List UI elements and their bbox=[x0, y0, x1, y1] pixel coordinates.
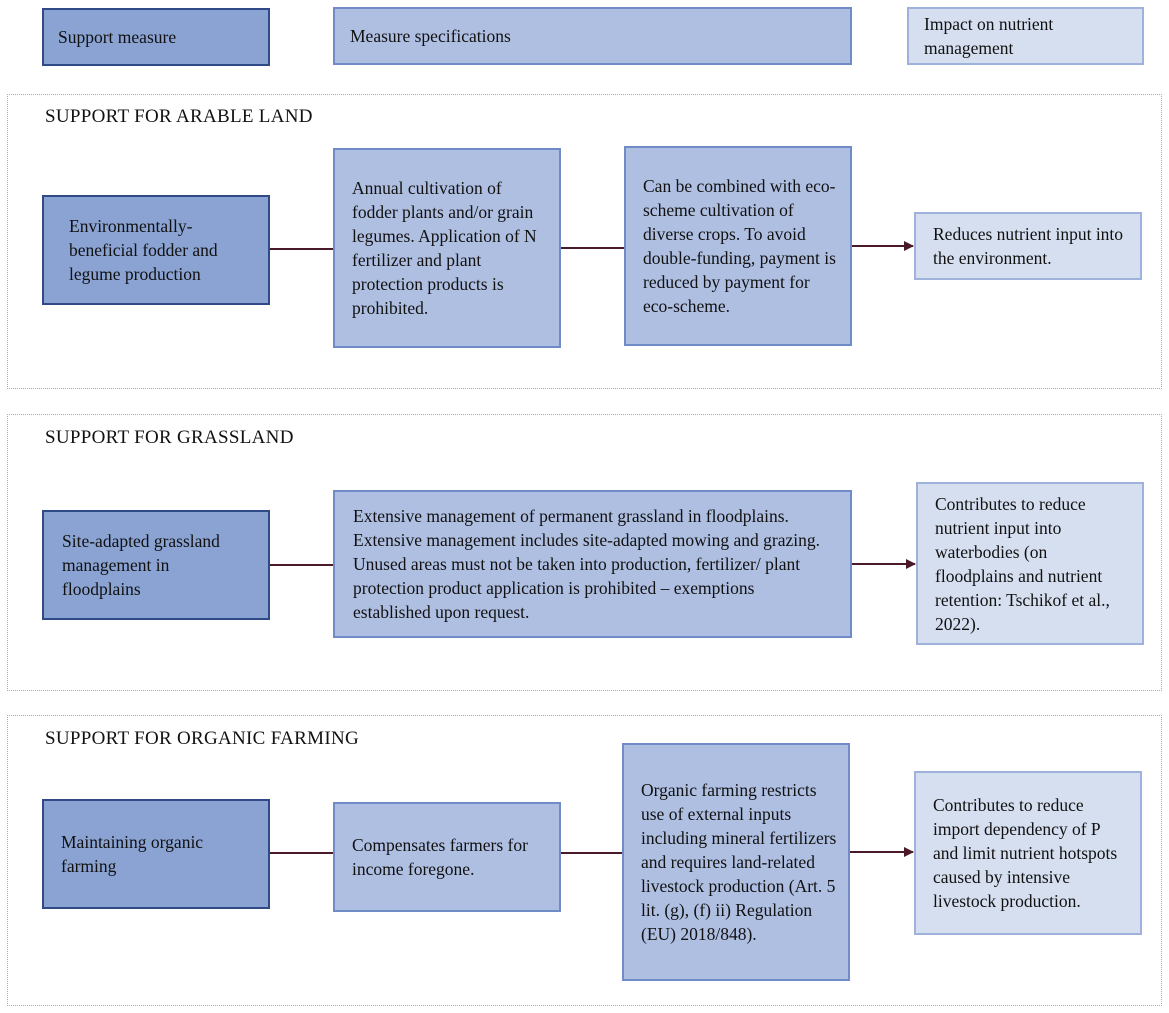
spec-box-eco-scheme: Can be combined with eco-scheme cultivat… bbox=[624, 146, 852, 346]
impact-box-grassland: Contributes to reduce nutrient input int… bbox=[916, 482, 1144, 645]
measure-box-organic-farming: Maintaining organic farming bbox=[42, 799, 270, 909]
legend-support-measure: Support measure bbox=[42, 8, 270, 66]
spec-label-grassland: Extensive management of permanent grassl… bbox=[353, 506, 821, 622]
section-title-grassland: SUPPORT FOR GRASSLAND bbox=[45, 427, 294, 448]
measure-label-grassland: Site-adapted grassland management in flo… bbox=[62, 531, 220, 599]
legend-impact-label: Impact on nutrient management bbox=[924, 14, 1054, 58]
legend-support-measure-label: Support measure bbox=[58, 27, 177, 47]
spec-box-fodder-cultivation: Annual cultivation of fodder plants and/… bbox=[333, 148, 561, 348]
section-arable-land bbox=[7, 94, 1162, 389]
section-title-arable-land: SUPPORT FOR ARABLE LAND bbox=[45, 106, 313, 127]
section-title-organic-farming: SUPPORT FOR ORGANIC FARMING bbox=[45, 728, 360, 749]
spec-label-fodder-cultivation: Annual cultivation of fodder plants and/… bbox=[352, 178, 537, 318]
spec-box-compensation: Compensates farmers for income foregone. bbox=[333, 802, 561, 912]
legend-measure-specifications: Measure specifications bbox=[333, 7, 852, 65]
section-organic-farming bbox=[7, 715, 1162, 1006]
measure-label-organic-farming: Maintaining organic farming bbox=[61, 832, 204, 876]
spec-box-grassland: Extensive management of permanent grassl… bbox=[333, 490, 852, 638]
legend-measure-specifications-label: Measure specifications bbox=[350, 26, 511, 46]
spec-box-organic-restrictions: Organic farming restricts use of externa… bbox=[622, 743, 850, 981]
impact-label-arable-land: Reduces nutrient input into the environm… bbox=[933, 224, 1124, 268]
impact-label-organic-farming: Contributes to reduce import dependency … bbox=[933, 795, 1118, 911]
spec-label-organic-restrictions: Organic farming restricts use of externa… bbox=[641, 780, 837, 944]
measure-box-fodder-legume: Environmentally-beneficial fodder and le… bbox=[42, 195, 270, 305]
measure-box-grassland: Site-adapted grassland management in flo… bbox=[42, 510, 270, 620]
impact-box-organic-farming: Contributes to reduce import dependency … bbox=[914, 771, 1142, 935]
impact-box-arable-land: Reduces nutrient input into the environm… bbox=[914, 212, 1142, 280]
spec-label-eco-scheme: Can be combined with eco-scheme cultivat… bbox=[643, 176, 836, 316]
legend-impact: Impact on nutrient management bbox=[907, 7, 1144, 65]
impact-label-grassland: Contributes to reduce nutrient input int… bbox=[935, 493, 1110, 634]
spec-label-compensation: Compensates farmers for income foregone. bbox=[352, 835, 528, 879]
section-grassland bbox=[7, 414, 1162, 691]
measure-label-fodder-legume: Environmentally-beneficial fodder and le… bbox=[69, 216, 218, 284]
